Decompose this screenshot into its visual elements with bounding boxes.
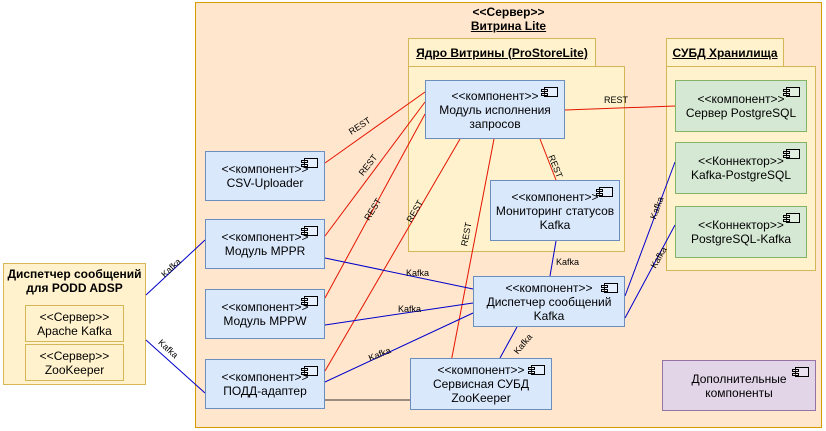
component-icon xyxy=(792,367,809,377)
podd-adapter-component[interactable]: <<компонент>> ПОДД-адаптер xyxy=(205,359,325,409)
component-icon xyxy=(301,366,318,376)
label-kafka-8: Kafka xyxy=(648,195,665,220)
edge-dispatcher-zk xyxy=(499,326,518,359)
component-icon xyxy=(596,187,613,197)
edge-mppr-query xyxy=(324,101,426,237)
label-kafka-4: Kafka xyxy=(398,304,421,314)
edge-mppw-dispatcher xyxy=(324,302,474,326)
edge-query-monitoring xyxy=(539,138,557,181)
edge-query-postgres xyxy=(564,105,676,111)
edge-dispatcher-pgkafka xyxy=(624,224,676,319)
edge-zk-query xyxy=(446,138,495,384)
external-title: Диспетчер сообщений для PODD ADSP xyxy=(7,267,142,295)
edge-monitoring-dispatcher xyxy=(549,240,557,277)
label-kafka-9: Kafka xyxy=(649,245,669,270)
server-title: <<Сервер>> Витрина Lite xyxy=(196,5,821,33)
component-icon xyxy=(783,213,800,223)
postgresql-kafka-connector[interactable]: <<Коннектор>> PostgreSQL-Kafka xyxy=(675,206,807,258)
kafka-lines xyxy=(145,161,676,394)
zookeeper-server[interactable]: <<Сервер>> ZooKeeper xyxy=(25,344,124,381)
label-kafka-7: Kafka xyxy=(512,332,534,356)
label-kafka-6: Kafka xyxy=(556,257,579,267)
label-rest-2: REST xyxy=(357,152,380,177)
query-execution-module[interactable]: <<компонент>> Модуль исполнения запросов xyxy=(425,80,565,139)
edge-dispatcher-kafkapg xyxy=(624,161,676,297)
label-rest-4: REST xyxy=(404,198,425,224)
edge-podd-dispatcher xyxy=(324,312,474,383)
label-rest-7: REST xyxy=(546,153,564,179)
postgresql-server-component[interactable]: <<компонент>> Сервер PostgreSQL xyxy=(675,80,807,132)
additional-components[interactable]: Дополнительные компоненты xyxy=(662,360,816,411)
edge-podd-query xyxy=(324,138,461,372)
edge-mppr-dispatcher xyxy=(324,257,474,290)
label-rest-5: REST xyxy=(459,221,473,247)
storage-package-title: СУБД Хранилища xyxy=(666,38,784,67)
apache-kafka-server[interactable]: <<Сервер>> Apache Kafka xyxy=(25,305,124,342)
mppr-module-component[interactable]: <<компонент>> Модуль MPPR xyxy=(205,219,325,269)
label-kafka-5: Kafka xyxy=(367,345,392,363)
component-icon xyxy=(783,149,800,159)
component-icon xyxy=(528,365,545,375)
edge-csv-query xyxy=(324,91,426,164)
label-kafka-3: Kafka xyxy=(406,268,429,278)
kafka-postgresql-connector[interactable]: <<Коннектор>> Kafka-PostgreSQL xyxy=(675,142,807,194)
rest-lines xyxy=(324,91,676,384)
component-icon xyxy=(301,226,318,236)
label-kafka-1: Kafka xyxy=(159,256,183,279)
label-kafka-2: Kafka xyxy=(156,337,180,360)
server-stereotype: <<Сервер>> xyxy=(472,5,545,19)
core-package-title: Ядро Витрины (ProStoreLite) xyxy=(408,38,596,67)
label-rest-1: REST xyxy=(347,115,373,137)
label-rest-3: REST xyxy=(362,196,383,222)
server-name: Витрина Lite xyxy=(470,19,547,33)
edge-ext-mppr xyxy=(145,239,206,296)
csv-uploader-component[interactable]: <<компонент>> CSV-Uploader xyxy=(205,151,325,201)
component-icon xyxy=(541,87,558,97)
zookeeper-service-db-component[interactable]: <<компонент>> Сервисная СУБД ZooKeeper xyxy=(410,358,552,410)
edge-ext-podd xyxy=(145,339,206,394)
kafka-status-monitoring-component[interactable]: <<компонент>> Мониторинг статусов Kafka xyxy=(490,180,620,241)
label-rest-6: REST xyxy=(604,95,629,105)
mppw-module-component[interactable]: <<компонент>> Модуль MPPW xyxy=(205,289,325,339)
edge-mppw-query xyxy=(324,113,426,299)
kafka-dispatcher-component[interactable]: <<компонент>> Диспетчер сообщений Kafka xyxy=(473,276,625,327)
component-icon xyxy=(301,296,318,306)
component-icon xyxy=(783,87,800,97)
component-icon xyxy=(301,158,318,168)
component-icon xyxy=(601,283,618,293)
